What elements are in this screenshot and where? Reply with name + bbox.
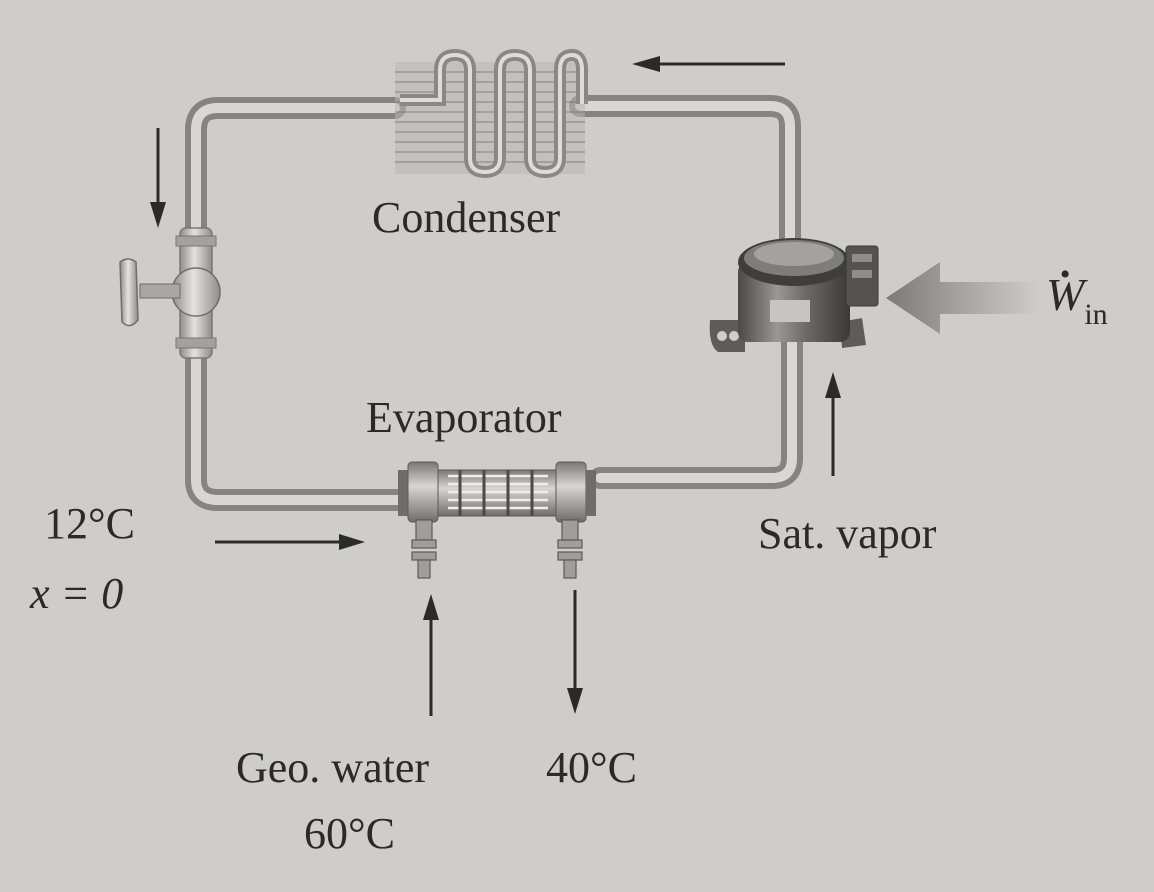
- geo-water-in-temp: 60°C: [304, 809, 395, 858]
- evaporator-inlet-quality: x = 0: [30, 569, 124, 618]
- evaporator-label: Evaporator: [366, 393, 562, 442]
- compressor-inlet-state: Sat. vapor: [758, 509, 937, 558]
- work-input-arrow: [886, 262, 1040, 334]
- flow-arrow-top-left: [632, 56, 785, 72]
- work-input-subscript: in: [1084, 298, 1108, 331]
- expansion-valve-icon: [119, 227, 221, 359]
- condenser-coil-icon: [395, 48, 588, 179]
- flow-arrow-down-left: [150, 128, 166, 228]
- flow-arrow-geo-water-out: [567, 590, 583, 714]
- flow-arrow-compressor-inlet: [825, 372, 841, 476]
- evaporator-heat-exchanger-icon: [398, 461, 596, 579]
- geo-water-label: Geo. water: [236, 743, 430, 792]
- work-symbol: W: [1046, 269, 1085, 320]
- flow-arrow-evaporator-inlet: [215, 534, 365, 550]
- flow-arrows: [150, 56, 841, 716]
- geo-water-out-temp: 40°C: [546, 743, 637, 792]
- evaporator-inlet-temp: 12°C: [44, 499, 135, 548]
- work-input-symbol: •W: [1046, 260, 1085, 320]
- rate-dot-icon: •: [1059, 258, 1071, 291]
- compressor-icon: [709, 238, 879, 352]
- work-input-label: •Win: [1046, 260, 1108, 331]
- condenser-label: Condenser: [372, 193, 561, 242]
- flow-arrow-geo-water-in: [423, 594, 439, 716]
